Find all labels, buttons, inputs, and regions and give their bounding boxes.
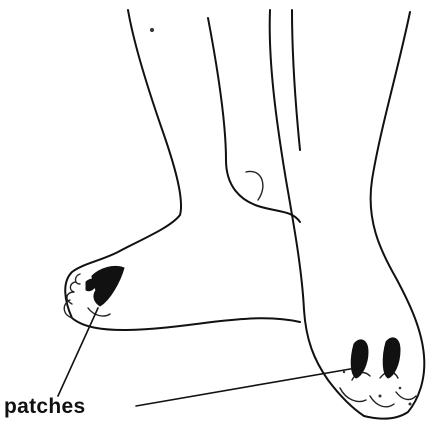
left-foot-patch-small xyxy=(86,279,96,291)
speckle xyxy=(379,395,382,398)
right-leg-inner-outline xyxy=(292,10,300,150)
leader-line-right-foot xyxy=(136,368,356,406)
left-foot-patch xyxy=(92,266,124,306)
patches-label: patches xyxy=(4,396,85,417)
right-toes xyxy=(340,372,416,407)
left-ankle-bump xyxy=(246,171,263,200)
stray-mark xyxy=(150,28,154,32)
left-foot xyxy=(64,10,300,330)
right-foot-patch-right xyxy=(383,338,400,378)
speckle xyxy=(399,387,402,390)
left-leg-front-outline xyxy=(208,18,300,222)
speckle xyxy=(343,371,345,373)
speckle xyxy=(409,403,412,406)
right-foot xyxy=(270,10,425,419)
